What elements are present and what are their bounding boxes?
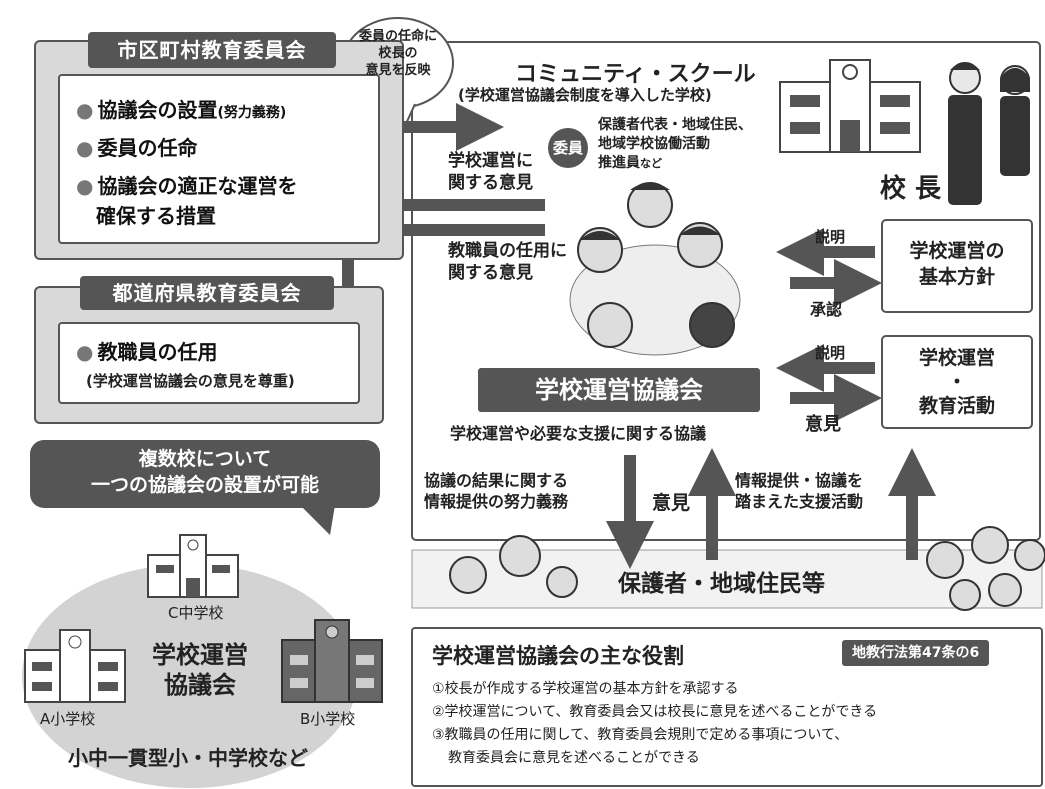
- bullet-icon: ●: [76, 340, 94, 364]
- staff-opinion-label: 教職員の任用に 関する意見: [448, 240, 567, 284]
- a-school-label: A小学校: [40, 710, 96, 728]
- item-text: 委員の任命: [97, 136, 198, 160]
- multi-school-council-label: 学校運営 協議会: [135, 640, 265, 700]
- basic-policy-box: [881, 219, 1033, 313]
- approve-label: 承認: [810, 300, 843, 319]
- prefectural-board-items: ●教職員の任用 (学校運営協議会の意見を尊重): [58, 322, 360, 404]
- school-ops-opinion-label: 学校運営に 関する意見: [448, 150, 533, 194]
- principal-label: 校 長: [880, 174, 942, 204]
- bullet-icon: ●: [76, 174, 94, 198]
- multi-school-bubble-tail: [300, 505, 335, 535]
- appointment-bubble-text: 委員の任命に 校長の 意見を反映: [350, 28, 446, 79]
- box-line: 学校運営: [918, 347, 995, 369]
- law-badge: 地教行法第47条の6: [842, 640, 990, 666]
- bubble-line: 校長の: [378, 46, 418, 61]
- item-proper-operation: ●協議会の適正な運営を: [76, 170, 297, 199]
- bullet-icon: ●: [76, 136, 94, 160]
- member-line: 保護者代表・地域住民、: [598, 117, 752, 133]
- member-line: 推進員など: [598, 154, 752, 173]
- guardian-figures-right: [926, 526, 1045, 611]
- label-line: 教職員の任用に: [448, 241, 567, 261]
- info-duty-label: 協議の結果に関する 情報提供の努力義務: [424, 470, 568, 512]
- roles-title: 学校運営協議会の主な役割: [432, 644, 684, 668]
- member-badge: 委員: [548, 128, 588, 168]
- role-item-continued: 教育委員会に意見を述べることができる: [448, 750, 700, 766]
- label-line: 踏まえた支援活動: [735, 492, 864, 511]
- guardian-figures-left: [449, 535, 578, 598]
- role-item: ①校長が作成する学校運営の基本方針を承認する: [432, 681, 739, 697]
- community-school-title: コミュニティ・スクール: [515, 62, 756, 87]
- roles-list: ①校長が作成する学校運営の基本方針を承認する ②学校運営について、教育委員会又は…: [432, 678, 877, 770]
- prefectural-board-title: 都道府県教育委員会: [80, 276, 334, 310]
- item-text: 教職員の任用: [97, 340, 218, 364]
- municipal-board-items: ●協議会の設置(努力義務) ●委員の任命 ●協議会の適正な運営を 確保する措置: [58, 74, 380, 244]
- member-etc: など: [640, 157, 662, 170]
- opinion-label-right: 意見: [805, 414, 841, 435]
- b-school-label: B小学校: [300, 710, 356, 728]
- roles-frame: [411, 627, 1043, 787]
- multi-school-footer: 小中一貫型小・中学校など: [68, 746, 308, 770]
- multi-school-bubble-text: 複数校について 一つの協議会の設置が可能: [30, 446, 380, 498]
- label-line: 関する意見: [448, 173, 533, 193]
- community-school-subtitle: (学校運営協議会制度を導入した学校): [458, 86, 712, 104]
- activities-text: 学校運営 ・ 教育活動: [882, 346, 1032, 418]
- box-line: 基本方針: [918, 266, 995, 288]
- box-line: ・: [947, 371, 967, 393]
- member-line: 地域学校協働活動: [598, 136, 710, 152]
- bubble-line: 委員の任命に: [358, 29, 437, 44]
- label-line: 協議会: [164, 671, 236, 699]
- item-staff-appointment-note: (学校運営協議会の意見を尊重): [86, 372, 295, 390]
- c-school-label: C中学校: [168, 604, 224, 622]
- item-staff-appointment: ●教職員の任用: [76, 336, 217, 365]
- council-title-bar: [478, 368, 760, 412]
- item-text: 協議会の適正な運営を: [97, 174, 298, 198]
- box-line: 教育活動: [918, 395, 995, 417]
- item-council-setup: ●協議会の設置(努力義務): [76, 94, 286, 123]
- municipal-board-title: 市区町村教育委員会: [88, 32, 336, 68]
- b-school-building: [281, 619, 383, 703]
- label-line: 協議の結果に関する: [424, 471, 569, 490]
- basic-policy-text: 学校運営の 基本方針: [882, 238, 1032, 290]
- bubble-line: 意見を反映: [365, 63, 431, 78]
- item-text: 協議会の設置: [97, 98, 218, 122]
- bubble-line: 一つの協議会の設置が可能: [90, 474, 319, 496]
- activities-box: [881, 335, 1033, 429]
- label-line: 学校運営: [152, 641, 248, 669]
- multi-school-bubble: [30, 440, 380, 508]
- explain-label-2: 説明: [815, 344, 846, 362]
- item-member-appointment: ●委員の任命: [76, 132, 197, 161]
- role-item: ②学校運営について、教育委員会又は校長に意見を述べることができる: [432, 704, 878, 720]
- role-item: ③教職員の任用に関して、教育委員会規則で定める事項について、: [432, 727, 849, 743]
- member-role: 推進員: [598, 155, 640, 171]
- label-line: 情報提供・協議を: [735, 471, 864, 490]
- support-label: 情報提供・協議を 踏まえた支援活動: [735, 470, 863, 512]
- label-line: 情報提供の努力義務: [424, 492, 569, 511]
- item-proper-operation-line2: 確保する措置: [96, 204, 216, 228]
- a-school-building: [24, 629, 126, 703]
- multi-school-ellipse: [22, 564, 358, 788]
- council-meeting-illustration: [569, 182, 741, 356]
- label-line: 関する意見: [448, 263, 533, 283]
- bubble-line: 複数校について: [138, 448, 272, 470]
- bullet-icon: ●: [76, 98, 94, 122]
- principal-figures: [948, 62, 1030, 205]
- school-building-illustration: [779, 59, 921, 153]
- box-line: 学校運営の: [909, 240, 1005, 262]
- item-note: (努力義務): [217, 105, 287, 121]
- guardian-opinion-label: 意見: [652, 492, 691, 514]
- member-description: 保護者代表・地域住民、 地域学校協働活動 推進員など: [598, 116, 752, 173]
- label-line: 学校運営に: [448, 151, 533, 171]
- council-sub-label: 学校運営や必要な支援に関する協議: [450, 424, 707, 443]
- explain-label-1: 説明: [815, 228, 846, 246]
- guardians-label: 保護者・地域住民等: [618, 571, 825, 597]
- c-school-building: [147, 534, 239, 598]
- council-label: 学校運営協議会: [535, 376, 703, 404]
